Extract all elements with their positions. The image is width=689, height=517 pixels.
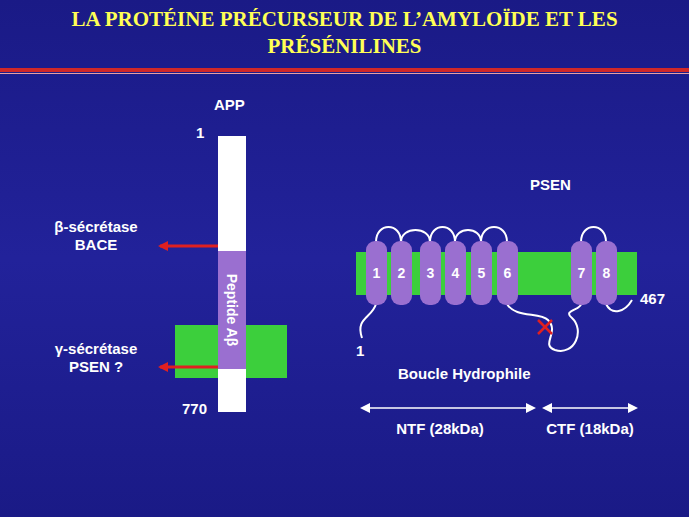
title-rule <box>0 68 689 72</box>
domain-number: 2 <box>398 265 406 281</box>
transmembrane-domain: 7 <box>571 241 592 305</box>
domain-number: 5 <box>478 265 486 281</box>
transmembrane-domain: 8 <box>596 241 617 305</box>
fragment-arrow <box>544 407 636 409</box>
peptide-name: Peptide Aβ <box>224 274 240 347</box>
terminus-number: 1 <box>356 342 364 360</box>
transmembrane-domain: 6 <box>497 241 518 305</box>
cleavage-arrow <box>160 245 218 248</box>
peptide-segment: Peptide Aβ <box>218 251 246 369</box>
domain-number: 6 <box>504 265 512 281</box>
fragment-label: NTF (28kDa) <box>390 420 490 438</box>
cleavage-arrow <box>160 366 218 369</box>
terminus-number: 1 <box>196 124 204 142</box>
protein-name: APP <box>214 96 245 113</box>
transmembrane-domain: 2 <box>391 241 412 305</box>
loop-label: Boucle Hydrophile <box>398 365 531 383</box>
title: LA PROTÉINE PRÉCURSEUR DE L’AMYLOÏDE ET … <box>0 6 689 60</box>
protein-name: PSEN <box>530 176 571 193</box>
transmembrane-domain: 4 <box>445 241 466 305</box>
fragment-label: CTF (18kDa) <box>540 420 640 438</box>
domain-number: 4 <box>452 265 460 281</box>
app-bar: APPPeptide Aβ <box>218 136 246 412</box>
terminus-number: 770 <box>182 400 207 418</box>
cleavage-cross <box>538 320 552 334</box>
enzyme-label: γ-sécrétase PSEN ? <box>40 340 152 376</box>
domain-number: 7 <box>578 265 586 281</box>
transmembrane-domain: 1 <box>366 241 387 305</box>
fragment-arrow <box>362 407 534 409</box>
domain-number: 1 <box>373 265 381 281</box>
enzyme-label: β-sécrétase BACE <box>40 218 152 254</box>
transmembrane-domain: 3 <box>420 241 441 305</box>
transmembrane-domain: 5 <box>471 241 492 305</box>
psen-membrane: PSEN12345678 <box>356 252 637 295</box>
domain-number: 3 <box>427 265 435 281</box>
domain-number: 8 <box>603 265 611 281</box>
terminus-number: 467 <box>640 290 665 308</box>
psen-loops <box>360 227 632 351</box>
title-rule <box>0 73 689 74</box>
